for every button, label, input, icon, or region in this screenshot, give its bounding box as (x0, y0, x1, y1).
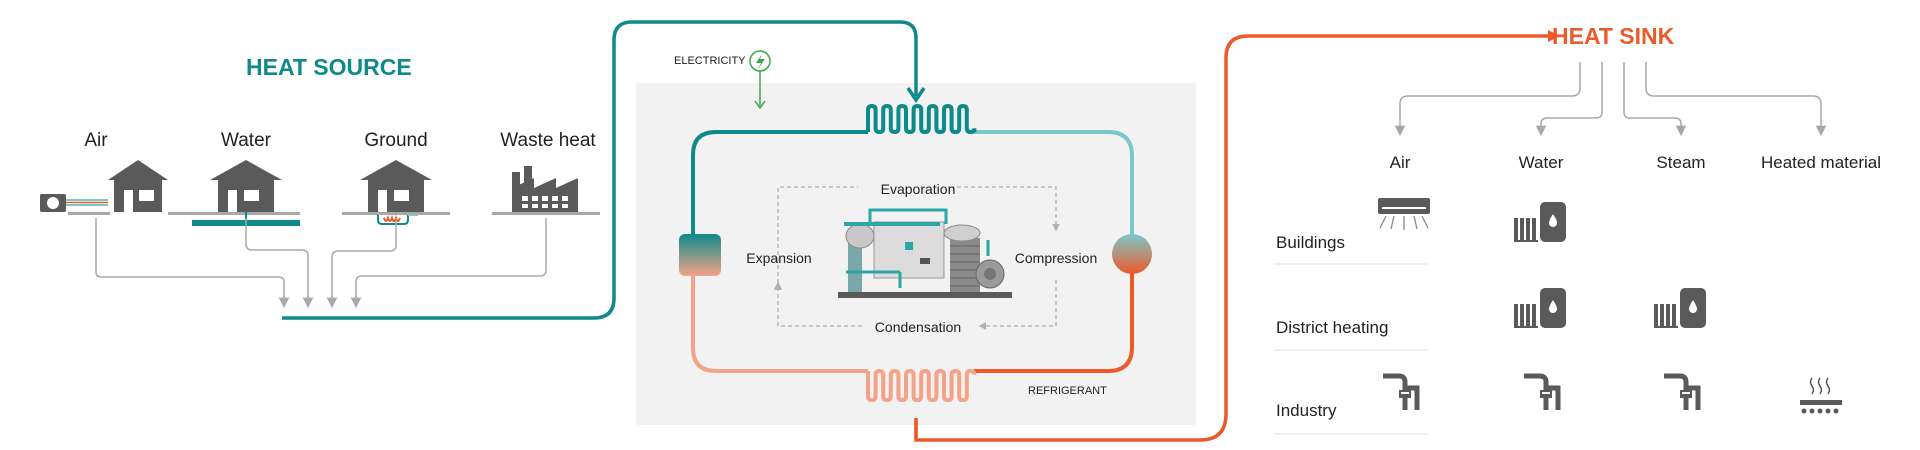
pipe-valve-icon (1664, 373, 1701, 410)
pipe-valve-icon (1524, 373, 1561, 410)
arrow-right-icon (1548, 30, 1560, 42)
refrigerant-lower-right (974, 272, 1134, 373)
sink-column-air: Air (1389, 153, 1411, 172)
arrow-down-icon (906, 87, 926, 104)
sink-column-heated-material: Heated material (1760, 153, 1882, 172)
factory-icon (492, 166, 600, 215)
sink-connectors (1394, 62, 1827, 137)
expansion-label: Expansion (746, 250, 812, 266)
sink-column-water: Water (1518, 153, 1564, 172)
heat-pump-machine-icon (838, 208, 1012, 298)
evaporation-label: Evaporation (880, 181, 956, 197)
heat-sink-title: HEAT SINK (1552, 23, 1675, 49)
house-air-icon (40, 160, 196, 215)
refrigerant-upper-left (691, 130, 868, 235)
condenser-coil (866, 368, 977, 403)
refrigerant-upper-right (974, 130, 1134, 236)
expansion-valve-icon (679, 234, 721, 276)
evaporator-coil (866, 103, 977, 135)
compression-label: Compression (1014, 250, 1098, 266)
source-label-waste-heat: Waste heat (500, 130, 596, 151)
house-water-icon (192, 160, 300, 226)
sink-row-industry: Industry (1276, 401, 1337, 420)
heat-source-title: HEAT SOURCE (246, 54, 412, 80)
radiator-tank-icon (1514, 202, 1566, 242)
refrigerant-label: REFRIGERANT (1028, 385, 1107, 397)
sink-row-buildings: Buildings (1276, 233, 1345, 252)
cycle-to-sink-line (914, 34, 1550, 442)
source-label-ground: Ground (364, 130, 428, 151)
house-ground-icon (342, 160, 450, 225)
condensation-label: Condensation (874, 319, 962, 335)
refrigerant-lower-left (691, 270, 868, 373)
source-label-water: Water (221, 130, 271, 151)
heated-plate-icon (1800, 377, 1842, 414)
sink-column-steam: Steam (1656, 153, 1706, 172)
radiator-tank-icon (1654, 288, 1706, 328)
electricity-label: ELECTRICITY (674, 55, 746, 67)
sink-row-district-heating: District heating (1276, 318, 1389, 337)
compressor-icon (1112, 234, 1152, 274)
source-label-air: Air (84, 130, 108, 151)
sink-row-dividers (1274, 263, 1428, 435)
lightning-icon (749, 50, 771, 110)
source-to-cycle-line (282, 20, 918, 320)
source-connectors (95, 218, 547, 309)
pipe-valve-icon (1383, 373, 1420, 410)
air-vent-icon (1378, 198, 1430, 230)
cycle-direction-arrows (774, 186, 1060, 330)
radiator-tank-icon (1514, 288, 1566, 328)
